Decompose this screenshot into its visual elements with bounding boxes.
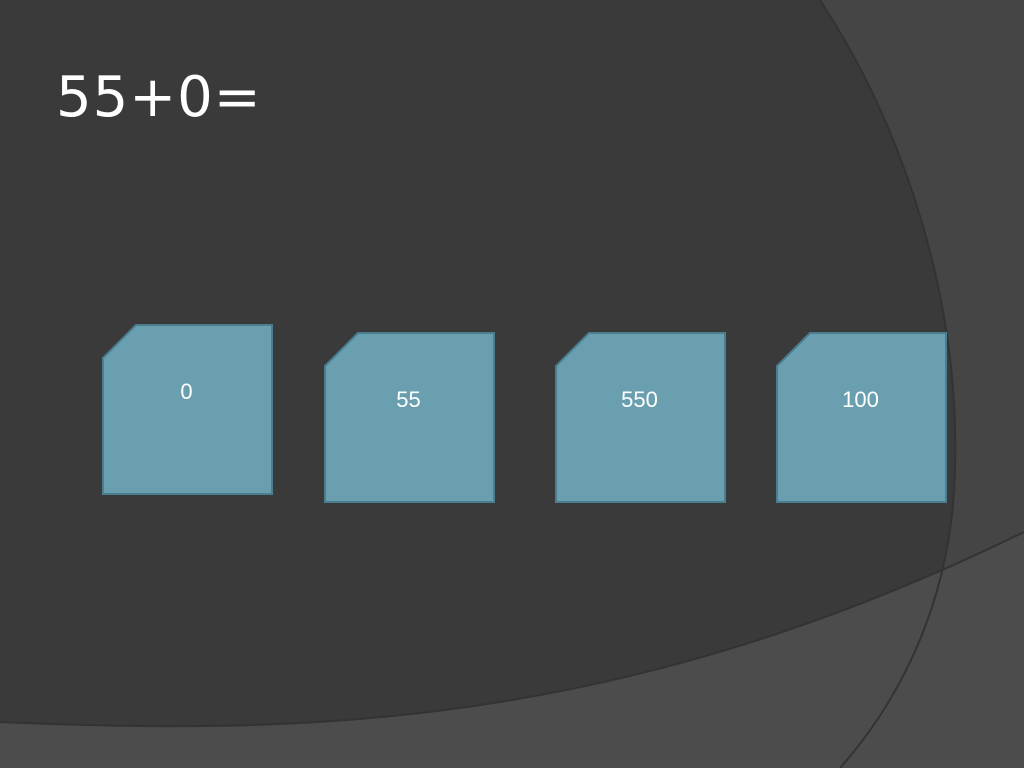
background-bottom-outline bbox=[0, 531, 1024, 728]
answer-label: 0 bbox=[180, 378, 193, 404]
answer-card-shape bbox=[555, 332, 726, 503]
answer-card-550[interactable]: 550 bbox=[555, 332, 726, 503]
answer-label: 55 bbox=[396, 386, 421, 412]
answer-card-55[interactable]: 55 bbox=[324, 332, 495, 503]
answer-card-100[interactable]: 100 bbox=[776, 332, 947, 503]
background-bottom-curve bbox=[0, 532, 1024, 768]
answer-label: 550 bbox=[621, 386, 658, 412]
answer-card-shape bbox=[324, 332, 495, 503]
answer-card-shape bbox=[776, 332, 947, 503]
answer-label: 100 bbox=[842, 386, 879, 412]
answer-card-0[interactable]: 0 bbox=[102, 324, 273, 495]
question-text: 55+0= bbox=[56, 65, 262, 130]
background-curve-outline bbox=[819, 0, 957, 768]
answer-card-shape bbox=[102, 324, 273, 495]
